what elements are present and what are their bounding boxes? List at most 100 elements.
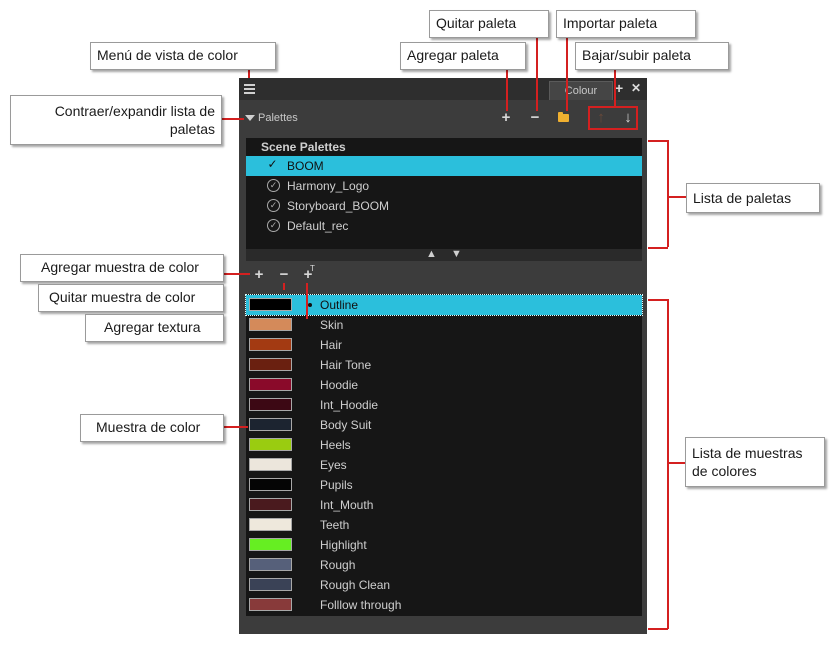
color-swatch[interactable] [249,498,292,511]
swatch-label: Rough [320,558,356,572]
swatch-label: Hair Tone [320,358,372,372]
color-swatch[interactable] [249,378,292,391]
swatch-row[interactable]: Int_Hoodie [246,395,642,415]
swatch-label: Int_Mouth [320,498,374,512]
swatch-row[interactable]: Hoodie [246,375,642,395]
color-swatch[interactable] [249,518,292,531]
move-palette-up-button[interactable]: ↑ [597,109,605,126]
palettes-section-label: Palettes [258,112,298,124]
callout-line [306,283,308,319]
color-swatch[interactable] [249,338,292,351]
callout-add-texture: Agregar textura [85,314,224,342]
color-swatch[interactable] [249,458,292,471]
callout-line [668,196,686,198]
swatch-label: Pupils [320,478,353,492]
add-swatch-button[interactable]: + [254,266,264,283]
swatch-label: Eyes [320,458,347,472]
move-buttons-highlight [588,106,638,130]
palette-item-label: Harmony_Logo [287,179,370,193]
close-view-icon[interactable]: ✕ [631,81,642,95]
palette-item[interactable]: ✓ Harmony_Logo [246,176,642,196]
swatch-row[interactable]: Hair [246,335,642,355]
callout-line [648,247,668,249]
callout-menu-view: Menú de vista de color [90,42,276,70]
swatch-row[interactable]: Heels [246,435,642,455]
callout-add-palette: Agregar paleta [400,42,526,70]
swatch-row[interactable]: Body Suit [246,415,642,435]
swatch-row[interactable]: Teeth [246,515,642,535]
scene-palettes-header: Scene Palettes [261,140,346,154]
callout-line [506,69,508,111]
callout-line [667,299,669,629]
current-swatch-dot-icon [308,303,312,307]
callout-line [283,283,285,290]
add-texture-button[interactable]: + [303,266,313,283]
swatch-row[interactable]: Rough [246,555,642,575]
callout-line [566,37,568,111]
color-swatch[interactable] [249,358,292,371]
remove-swatch-button[interactable]: − [279,266,289,283]
color-swatch[interactable] [249,418,292,431]
color-swatch[interactable] [249,398,292,411]
swatch-row[interactable]: Outline [245,294,643,316]
import-palette-folder-icon[interactable] [558,112,569,122]
palette-status-icon: ✓ [267,179,280,192]
color-swatch[interactable] [249,558,292,571]
swatch-row[interactable]: Eyes [246,455,642,475]
palette-item-label: Storyboard_BOOM [287,199,390,213]
color-swatch[interactable] [249,318,292,331]
swatch-label: Hoodie [320,378,359,392]
callout-line [248,69,250,78]
add-palette-button[interactable]: + [501,109,511,126]
palette-item-label: Default_rec [287,219,349,233]
palette-item[interactable]: ✓ Storyboard_BOOM [246,196,642,216]
swatch-row[interactable]: Rough Clean [246,575,642,595]
color-swatch[interactable] [249,538,292,551]
swatch-row[interactable]: Hair Tone [246,355,642,375]
callout-line [648,299,668,301]
swatch-label: Outline [320,298,359,312]
panel-title-bar [239,78,647,100]
list-splitter[interactable]: ▲ ▼ [246,248,642,261]
palette-item-label: BOOM [287,159,324,173]
splitter-up-icon[interactable]: ▲ [426,248,437,260]
callout-line [224,426,248,428]
callout-collapse: Contraer/expandir lista de paletas [10,95,222,145]
palette-item[interactable]: ✓Default_rec [246,216,642,236]
remove-palette-button[interactable]: − [530,109,540,126]
swatch-label: Heels [320,438,351,452]
callout-remove-palette: Quitar paleta [429,10,549,38]
palette-status-icon: ✓ [267,199,280,212]
collapse-palette-list-icon[interactable] [245,115,255,121]
callout-line [536,37,538,111]
swatch-row[interactable]: Highlight [246,535,642,555]
swatch-row[interactable]: Int_Mouth [246,495,642,515]
tab-colour[interactable]: Colour [549,81,613,100]
swatch-row[interactable]: Folllow through [246,595,642,615]
color-swatch[interactable] [249,298,292,311]
add-view-icon[interactable]: + [615,80,624,96]
splitter-down-icon[interactable]: ▼ [451,248,462,260]
callout-line [668,462,686,464]
check-icon: ✓ [267,157,278,171]
swatch-label: Int_Hoodie [320,398,379,412]
colour-view-menu-icon[interactable] [244,82,256,96]
swatch-label: Rough Clean [320,578,391,592]
swatch-row[interactable]: Skin [246,315,642,335]
color-swatch[interactable] [249,438,292,451]
color-swatch[interactable] [249,478,292,491]
swatch-label: Body Suit [320,418,372,432]
swatch-label: Teeth [320,518,350,532]
move-palette-down-button[interactable]: ↓ [624,109,632,126]
swatch-row[interactable]: Pupils [246,475,642,495]
callout-move-palette: Bajar/subir paleta [575,42,729,70]
palette-item[interactable]: ✓ BOOM [246,156,642,176]
color-swatch[interactable] [249,578,292,591]
swatch-label: Folllow through [320,598,402,612]
color-swatch[interactable] [249,598,292,611]
texture-t-icon: T [310,264,315,273]
callout-line [220,118,244,120]
palette-list[interactable]: Scene Palettes ✓ BOOM ✓ Harmony_Logo ✓ Storyb… [246,138,642,249]
callout-remove-swatch: Quitar muestra de color [38,284,224,312]
